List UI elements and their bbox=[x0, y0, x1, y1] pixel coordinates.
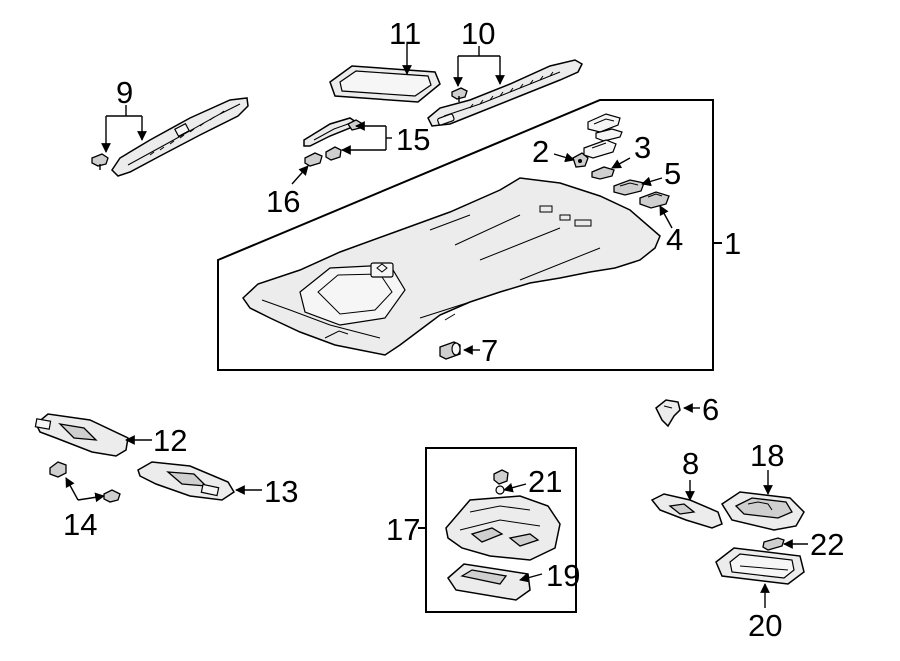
callout-5: 5 bbox=[664, 156, 681, 191]
console-group-frame bbox=[418, 447, 577, 613]
callout-3: 3 bbox=[634, 130, 651, 165]
part-10-rail-trim[interactable] bbox=[427, 59, 583, 127]
part-12-sun-visor[interactable] bbox=[34, 413, 129, 457]
part-20-lens[interactable] bbox=[715, 547, 805, 585]
part-18-dome-lamp[interactable] bbox=[720, 491, 805, 531]
callout-1: 1 bbox=[724, 226, 741, 261]
part-9-pillar-trim[interactable] bbox=[111, 97, 249, 177]
callout-4: 4 bbox=[666, 222, 683, 257]
callout-13: 13 bbox=[264, 474, 298, 509]
callout-17: 17 bbox=[386, 512, 420, 547]
part-6-hook[interactable] bbox=[655, 399, 681, 428]
callout-10: 10 bbox=[461, 16, 495, 51]
part-9-clip[interactable] bbox=[91, 153, 109, 170]
part-4-cover[interactable] bbox=[639, 191, 670, 209]
part-15-grab-handle[interactable] bbox=[303, 117, 358, 147]
callout-11: 11 bbox=[389, 16, 421, 51]
part-13-sun-visor[interactable] bbox=[137, 461, 236, 501]
callout-6: 6 bbox=[702, 392, 719, 427]
leader-lines bbox=[65, 44, 808, 608]
headliner-panel[interactable] bbox=[242, 177, 661, 356]
callout-16: 16 bbox=[266, 184, 300, 219]
callout-2: 2 bbox=[532, 134, 549, 169]
part-5-lamp-lens[interactable] bbox=[613, 179, 645, 196]
callout-21: 21 bbox=[528, 464, 562, 499]
callout-8: 8 bbox=[682, 446, 699, 481]
part-17-overhead-console[interactable] bbox=[445, 495, 561, 561]
part-2-clip[interactable] bbox=[572, 152, 589, 168]
part-11-sunroof-frame[interactable] bbox=[329, 65, 441, 103]
part-16-cap[interactable] bbox=[304, 152, 323, 167]
callout-labels: 1 2 3 4 5 6 7 8 9 10 11 12 13 14 15 16 1… bbox=[63, 16, 844, 643]
part-21-bulb[interactable] bbox=[493, 469, 509, 495]
callout-14: 14 bbox=[63, 507, 97, 542]
callout-15: 15 bbox=[396, 122, 430, 157]
part-7-plug[interactable] bbox=[439, 341, 461, 360]
part-14-visor-clip[interactable] bbox=[49, 461, 121, 503]
callout-19: 19 bbox=[546, 558, 580, 593]
part-19-console-lens[interactable] bbox=[447, 563, 531, 601]
callout-22: 22 bbox=[810, 527, 844, 562]
callout-7: 7 bbox=[481, 333, 498, 368]
part-10-clip[interactable] bbox=[451, 87, 468, 102]
callout-12: 12 bbox=[153, 423, 187, 458]
callout-9: 9 bbox=[116, 75, 133, 110]
part-3-cover[interactable] bbox=[583, 113, 623, 180]
callout-18: 18 bbox=[750, 438, 784, 473]
part-8-map-lamp[interactable] bbox=[650, 493, 723, 529]
headliner-group-frame bbox=[217, 99, 722, 371]
part-22-bulb[interactable] bbox=[762, 537, 785, 551]
callout-20: 20 bbox=[748, 608, 782, 643]
